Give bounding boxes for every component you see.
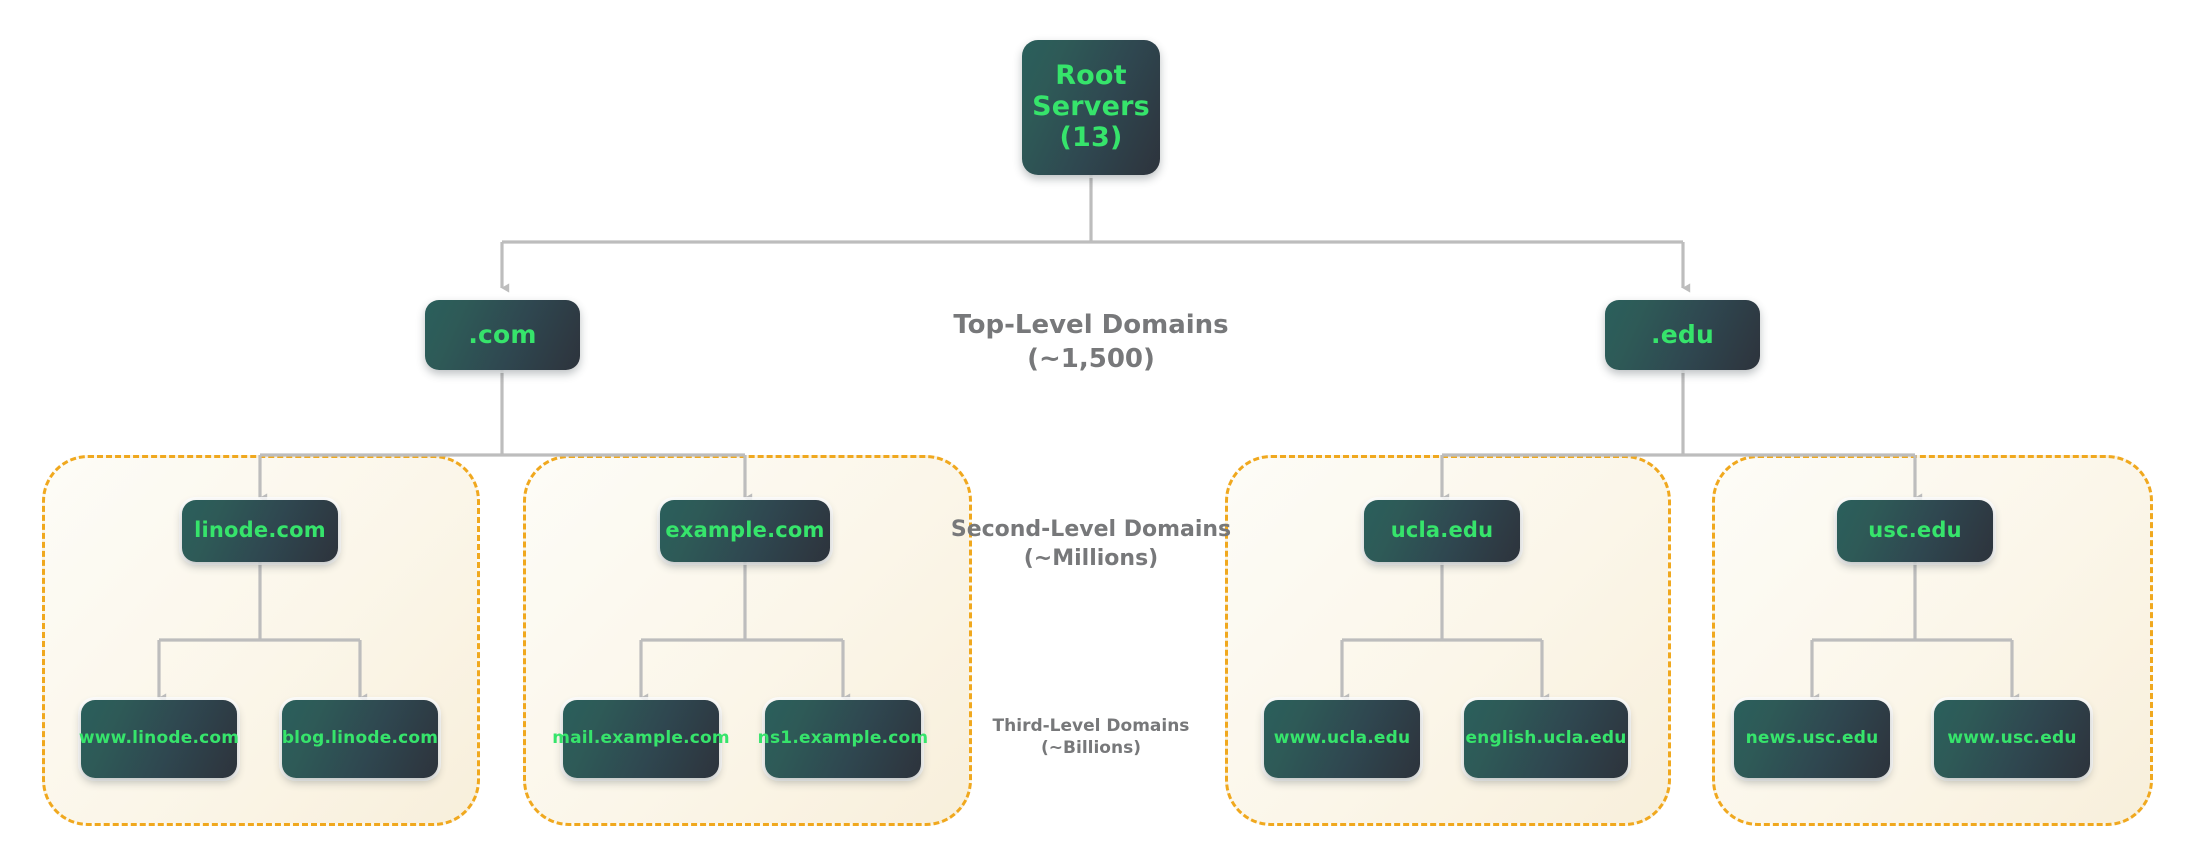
node-sld-usc-edu[interactable]: usc.edu — [1837, 500, 1993, 562]
node-third-mail-example-com[interactable]: mail.example.com — [552, 700, 730, 778]
node-tld-edu[interactable]: .edu — [1605, 300, 1760, 370]
tier-label-second-level: Second-Level Domains (~Millions) — [950, 517, 1232, 572]
node-third-blog-linode-com[interactable]: blog.linode.com — [282, 700, 438, 778]
node-sld-ucla-edu[interactable]: ucla.edu — [1364, 500, 1520, 562]
node-third-www-linode-com[interactable]: www.linode.com — [79, 700, 239, 778]
tier-label-third-level: Third-Level Domains (~Billions) — [992, 716, 1190, 759]
node-tld-com[interactable]: .com — [425, 300, 580, 370]
node-third-www-ucla-edu[interactable]: www.ucla.edu — [1264, 700, 1420, 778]
tier-label-top-level: Top-Level Domains (~1,500) — [953, 310, 1229, 375]
node-root-servers[interactable]: Root Servers (13) — [1022, 40, 1160, 175]
node-third-www-usc-edu[interactable]: www.usc.edu — [1934, 700, 2090, 778]
node-third-ns1-example-com[interactable]: ns1.example.com — [758, 700, 928, 778]
node-third-news-usc-edu[interactable]: news.usc.edu — [1734, 700, 1890, 778]
node-sld-linode-com[interactable]: linode.com — [182, 500, 338, 562]
node-third-english-ucla-edu[interactable]: english.ucla.edu — [1464, 700, 1628, 778]
node-sld-example-com[interactable]: example.com — [660, 500, 830, 562]
